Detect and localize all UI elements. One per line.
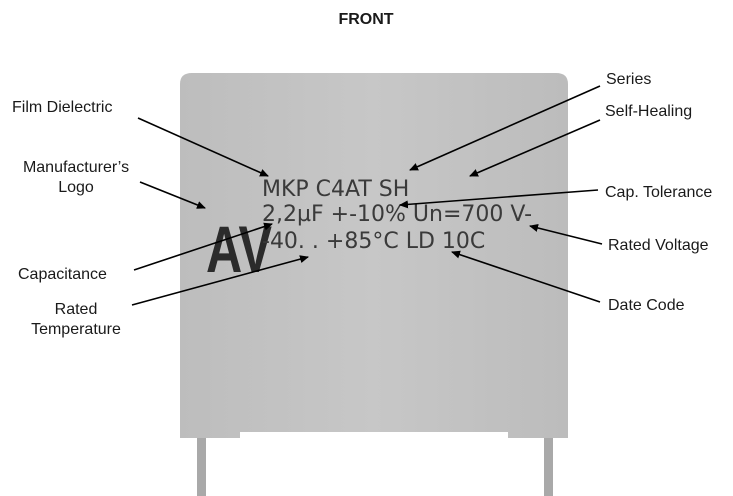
arrow-capacitance (133, 222, 273, 271)
label-self-healing: Self-Healing (605, 103, 692, 120)
marking-line-3: -40. . +85°C LD 10C (262, 229, 485, 254)
manufacturer-logo: AV (206, 212, 272, 286)
label-cap-tolerance: Cap. Tolerance (605, 184, 712, 201)
label-film-dielectric: Film Dielectric (12, 99, 112, 116)
arrow-self-healing (469, 119, 601, 177)
arrow-rated-temperature (131, 255, 309, 306)
label-rated-voltage: Rated Voltage (608, 237, 709, 254)
label-series: Series (606, 71, 651, 88)
arrow-series (409, 85, 601, 171)
arrow-date-code (451, 250, 601, 303)
arrow-rated-voltage (529, 224, 603, 245)
left-lead (197, 430, 206, 496)
label-manufacturer-logo-line2: Logo (58, 179, 94, 196)
label-manufacturer-logo-line1: Manufacturer’s (23, 159, 129, 176)
marking-line-2: 2,2µF +-10% Un=700 V- (262, 202, 532, 227)
figure-title: FRONT (338, 11, 393, 28)
right-lead (544, 430, 553, 496)
arrow-film-dielectric (137, 117, 269, 177)
label-capacitance: Capacitance (18, 266, 107, 283)
label-date-code: Date Code (608, 297, 685, 314)
label-rated-temperature-line1: Rated (55, 301, 98, 318)
marking-line-1: MKP C4AT SH (262, 177, 409, 202)
arrow-manufacturer-logo (139, 181, 206, 209)
capacitor-body (180, 73, 568, 438)
arrow-cap-tolerance (399, 189, 599, 209)
label-rated-temperature-line2: Temperature (31, 321, 121, 338)
